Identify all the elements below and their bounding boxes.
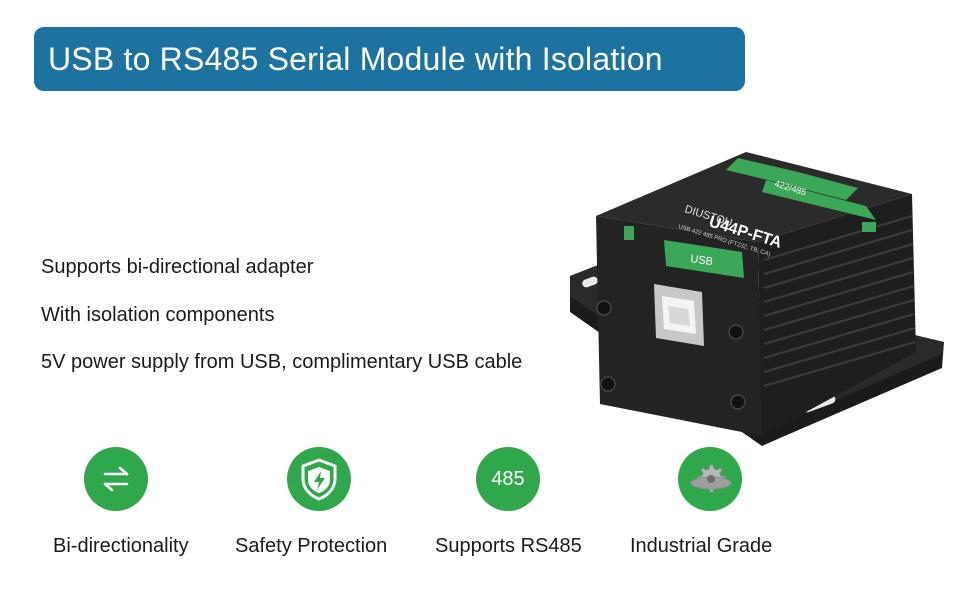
side-marker-right: [862, 222, 876, 232]
gear-icon: [678, 447, 742, 511]
screw-top-right: [728, 324, 744, 340]
shield-lightning-icon: [287, 447, 351, 511]
terminal-strip: [726, 158, 858, 200]
front-green-label: [664, 240, 744, 278]
rs485-number-icon: 485: [476, 447, 540, 511]
feature-isolation: With isolation components: [41, 304, 275, 326]
flange-slot-left: [582, 276, 598, 288]
page-title: USB to RS485 Serial Module with Isolatio…: [48, 40, 663, 77]
screw-bottom-left: [600, 376, 616, 392]
label-bidirectionality: Bi-directionality: [53, 535, 189, 557]
usb-b-port: [654, 284, 704, 346]
screw-bottom-right: [730, 394, 746, 410]
feature-bidirectional: Supports bi-directional adapter: [41, 256, 314, 278]
label-supports-rs485: Supports RS485: [435, 535, 582, 557]
feature-power-supply: 5V power supply from USB, complimentary …: [41, 351, 523, 373]
label-safety-protection: Safety Protection: [235, 535, 388, 557]
title-banner: USB to RS485 Serial Module with Isolatio…: [34, 27, 745, 91]
label-industrial-grade: Industrial Grade: [630, 535, 773, 557]
front-port-label: USB: [690, 253, 714, 268]
screw-top-left: [596, 300, 612, 316]
bidirectional-arrows-icon: [84, 447, 148, 511]
side-marker-left: [624, 226, 634, 240]
rs485-number-text: 485: [491, 467, 525, 490]
product-image: USB DIUSTOU U44P-FTA USB 422 485 PRO (FT…: [570, 152, 944, 446]
enclosure-top: [596, 152, 912, 242]
